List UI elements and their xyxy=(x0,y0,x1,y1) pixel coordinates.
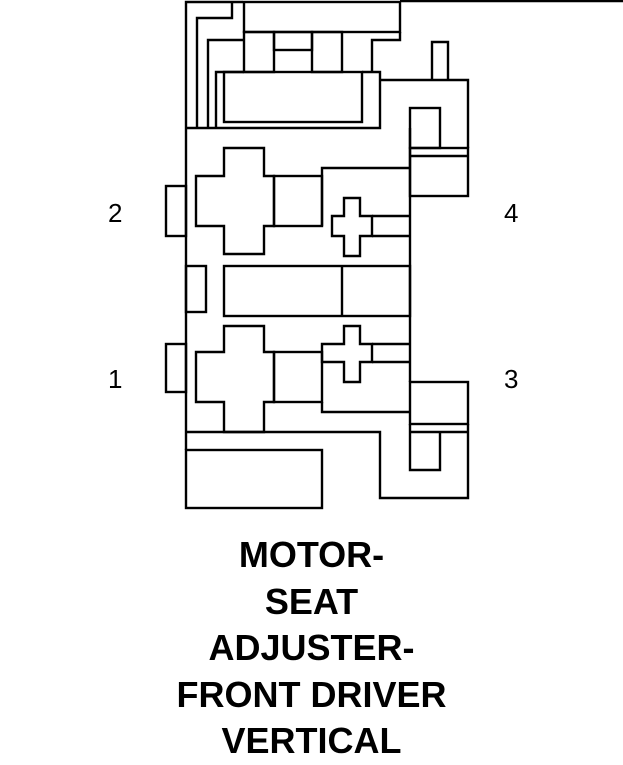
top-lead-outer xyxy=(184,0,243,128)
pin-1-label: 1 xyxy=(108,364,123,394)
title-line-5: VERTICAL xyxy=(221,720,402,761)
top-right-post xyxy=(430,40,450,80)
top-step-right xyxy=(370,32,402,72)
top-lead-inner-2 xyxy=(206,38,244,128)
top-cavity-2 xyxy=(272,30,314,52)
pin-3-cavity xyxy=(320,324,374,384)
pin-1-channel xyxy=(272,350,324,404)
right-tab-lower-step xyxy=(408,424,442,472)
top-lead-inner-1 xyxy=(195,2,234,128)
middle-bar xyxy=(222,264,412,318)
right-shoulder xyxy=(380,78,470,148)
right-tab-upper-inner xyxy=(408,106,442,150)
right-tab-lower xyxy=(408,380,470,426)
right-tab-upper xyxy=(408,146,470,198)
upper-divider xyxy=(320,166,410,226)
top-lead-inner-3 xyxy=(214,70,244,128)
lower-divider xyxy=(320,402,410,414)
left-tab-middle xyxy=(184,264,208,314)
top-cavity-1 xyxy=(242,30,276,74)
title-line-4: FRONT DRIVER xyxy=(176,673,447,715)
pin-2-channel xyxy=(272,174,324,228)
title-line-1: MOTOR- xyxy=(238,534,385,575)
left-tab-lower xyxy=(164,342,188,394)
connector-face-diagram xyxy=(164,0,623,510)
pin-4-cavity xyxy=(330,196,374,258)
left-tab-upper xyxy=(164,184,188,238)
pin-2-cavity xyxy=(194,146,276,256)
top-housing-block xyxy=(242,0,402,34)
pin-3-label: 3 xyxy=(504,364,519,394)
title-line-2: SEAT xyxy=(264,580,359,622)
connector-title: MOTOR- SEAT ADJUSTER- FRONT DRIVER VERTI… xyxy=(0,532,623,765)
pin-1-cavity xyxy=(194,324,276,434)
pin-2-label: 2 xyxy=(108,198,123,228)
bottom-block-left xyxy=(184,448,324,510)
top-cavity-3 xyxy=(310,30,344,74)
pin-4-label: 4 xyxy=(504,198,519,228)
title-line-3: ADJUSTER- xyxy=(208,627,415,668)
top-inner-window xyxy=(222,70,364,124)
top-shoulder xyxy=(186,70,382,130)
bottom-step xyxy=(322,424,470,500)
